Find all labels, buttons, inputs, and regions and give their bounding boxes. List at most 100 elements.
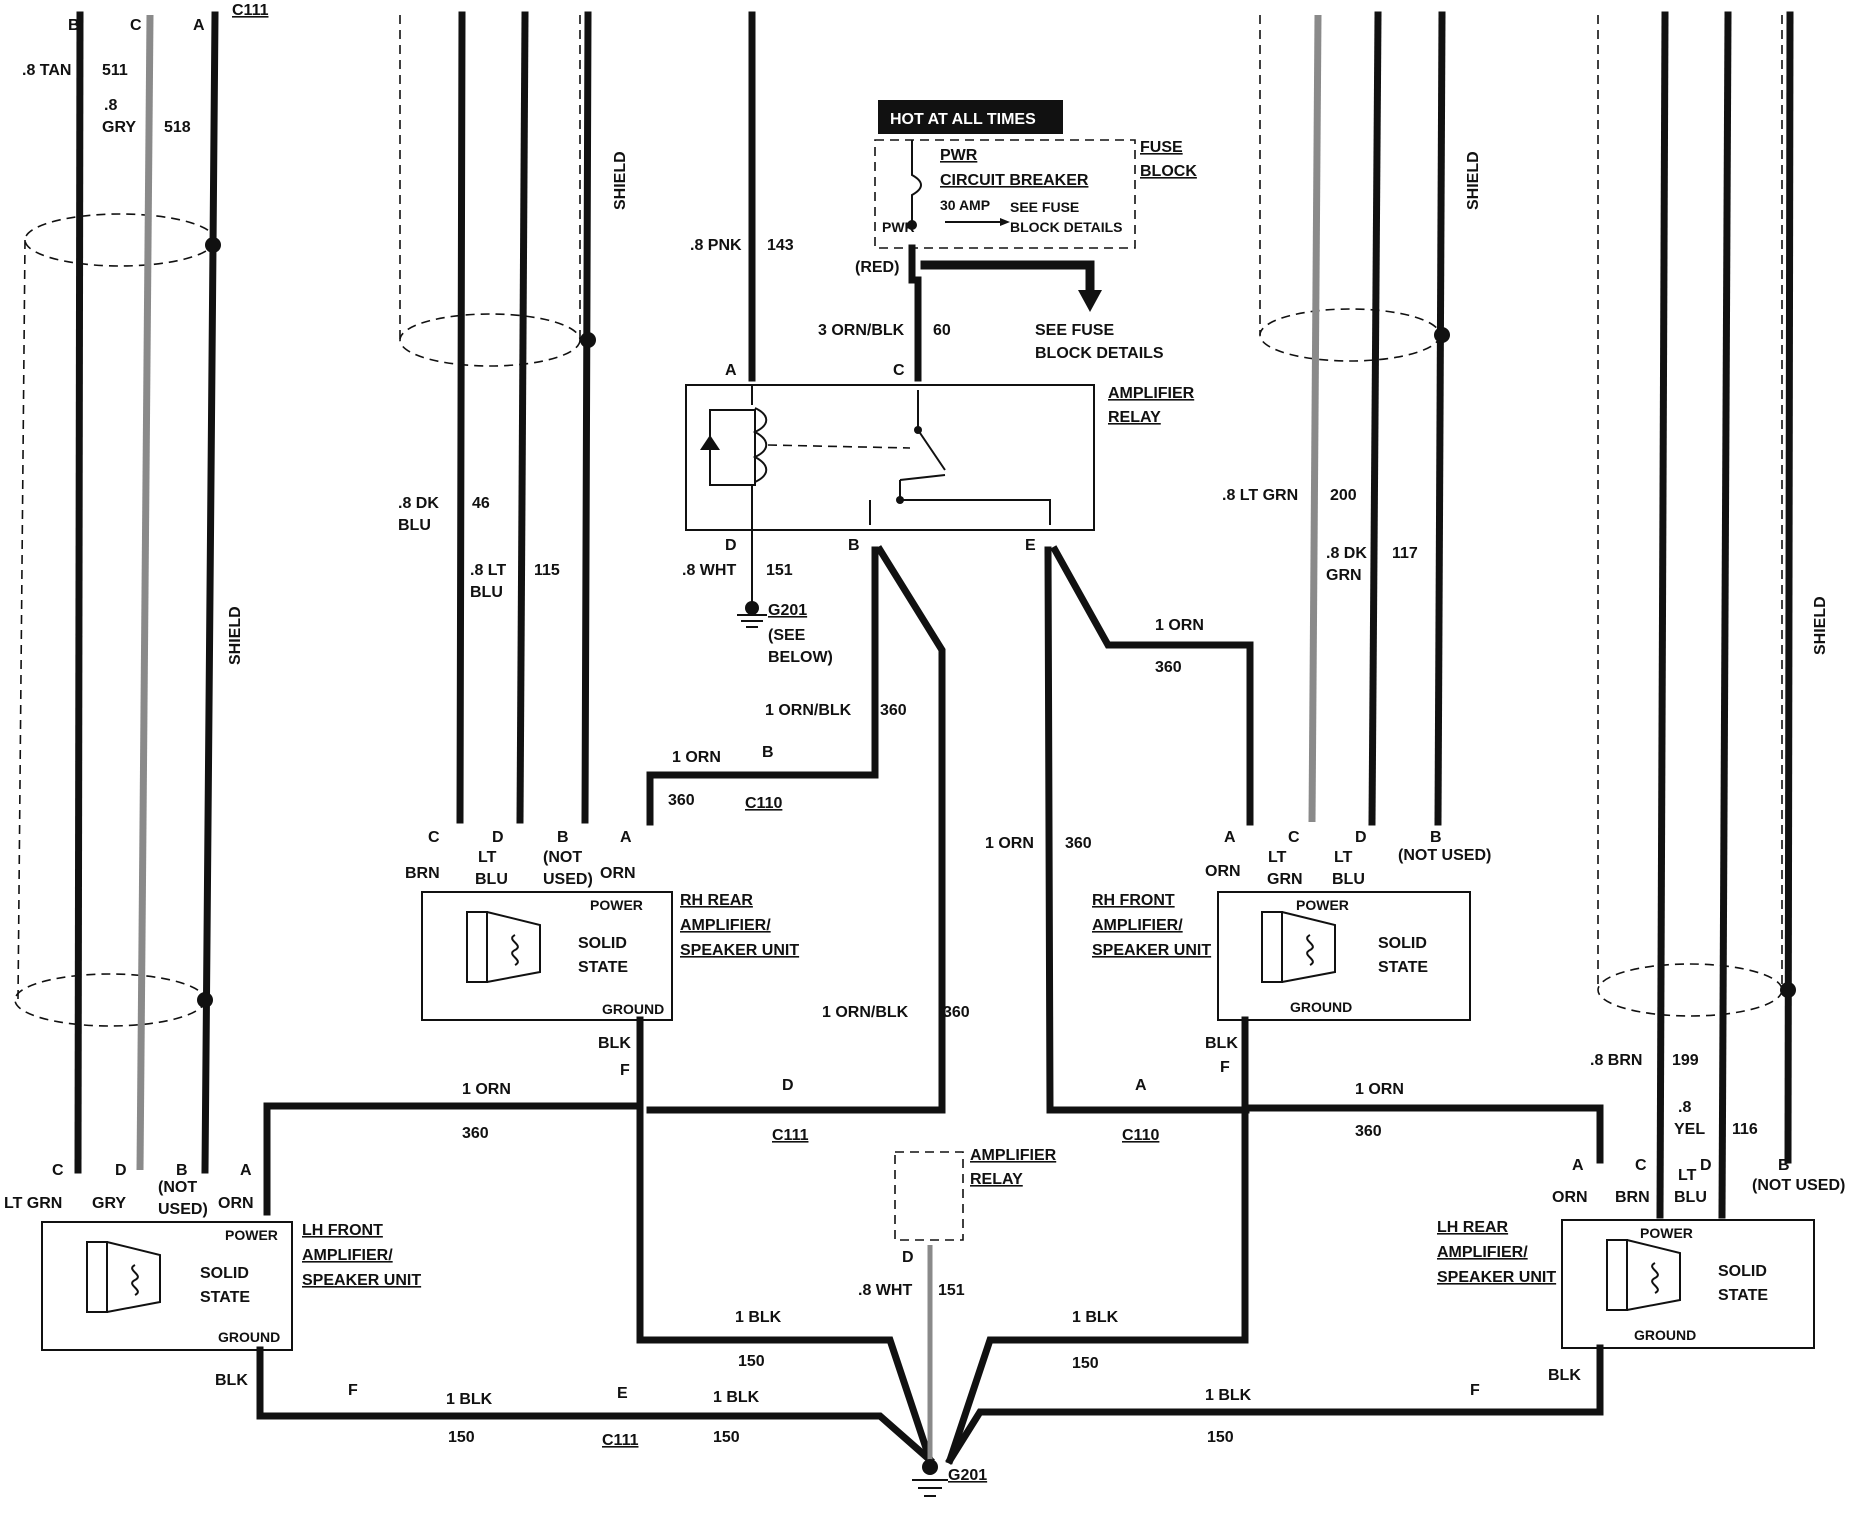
- wire-label-pnk: .8 PNK: [690, 237, 742, 254]
- rh-front-name-b: AMPLIFIER/: [1092, 917, 1183, 934]
- wire-label-orn-3: 1 ORN: [985, 835, 1034, 852]
- connector-pin-e: E: [617, 1385, 628, 1402]
- rh-rear-b-color-b: USED): [543, 871, 593, 888]
- rh-rear-state: STATE: [578, 959, 628, 976]
- rh-rear-pin-c: C: [428, 829, 440, 846]
- rh-rear-blk: BLK: [598, 1035, 631, 1052]
- wire-label-blk-5: 1 BLK: [1205, 1387, 1252, 1404]
- rh-front-name-c: SPEAKER UNIT: [1092, 942, 1211, 959]
- lh-rear-power: POWER: [1640, 1225, 1693, 1241]
- shield-label-2: SHIELD: [612, 151, 629, 210]
- circuit-199: 199: [1672, 1052, 1699, 1069]
- lh-front-name-a: LH FRONT: [302, 1222, 383, 1239]
- wire-label-wht: .8 WHT: [682, 562, 736, 579]
- circuit-46: 46: [472, 495, 490, 512]
- lh-rear-name-b: AMPLIFIER/: [1437, 1244, 1528, 1261]
- rh-rear-b-color-a: (NOT: [543, 849, 582, 866]
- lh-rear-pin-b: B: [1778, 1157, 1790, 1174]
- rh-rear-pin-a: A: [620, 829, 632, 846]
- amplifier-relay-ref-a: AMPLIFIER: [970, 1147, 1057, 1164]
- wire-label-dk-grn-a: .8 DK: [1326, 545, 1367, 562]
- lh-front-d-color: GRY: [92, 1195, 126, 1212]
- circuit-200: 200: [1330, 487, 1357, 504]
- wire-label-yel-a: .8: [1678, 1099, 1691, 1116]
- rh-rear-pin-b: B: [557, 829, 569, 846]
- pin-label-c: C: [130, 17, 142, 34]
- lh-front-pin-a: A: [240, 1162, 252, 1179]
- rh-front-pin-b: B: [1430, 829, 1442, 846]
- pwr-label: PWR: [940, 147, 978, 164]
- see-below-b: BELOW): [768, 649, 833, 666]
- lh-rear-d-color-b: BLU: [1674, 1189, 1707, 1206]
- lh-rear-a-color: ORN: [1552, 1189, 1588, 1206]
- ground-g201-symbol: [912, 1459, 948, 1497]
- rh-front-d-color-b: BLU: [1332, 871, 1365, 888]
- wire-label-orn-blk-3: 3 ORN/BLK: [818, 322, 905, 339]
- rh-rear-ground: GROUND: [602, 1001, 664, 1017]
- rh-rear-name-c: SPEAKER UNIT: [680, 942, 799, 959]
- lh-front-name-b: AMPLIFIER/: [302, 1247, 393, 1264]
- lh-front-pin-c: C: [52, 1162, 64, 1179]
- wire-label-orn-2: 1 ORN: [1155, 617, 1204, 634]
- lh-front-unit: [41, 1221, 293, 1351]
- rh-front-pin-a: A: [1224, 829, 1236, 846]
- lh-front-name-c: SPEAKER UNIT: [302, 1272, 421, 1289]
- wire-label-lt-grn: .8 LT GRN: [1222, 487, 1298, 504]
- rh-rear-c-color: BRN: [405, 865, 440, 882]
- wire-label-gry-b: GRY: [102, 119, 136, 136]
- rh-front-a-color: ORN: [1205, 863, 1241, 880]
- rh-front-state: STATE: [1378, 959, 1428, 976]
- circuit-breaker-label: CIRCUIT BREAKER: [940, 172, 1089, 189]
- circuit-151: 151: [766, 562, 793, 579]
- rh-front-d-color-a: LT: [1334, 849, 1353, 866]
- circuit-360-a: 360: [880, 702, 907, 719]
- relay-pin-d: D: [725, 537, 737, 554]
- lh-front-b-color-a: (NOT: [158, 1179, 197, 1196]
- rh-rear-pin-d: D: [492, 829, 504, 846]
- rh-front-pin-d: D: [1355, 829, 1367, 846]
- rh-front-pin-f: F: [1220, 1059, 1230, 1076]
- amplifier-relay-title-a: AMPLIFIER: [1108, 385, 1195, 402]
- lh-front-b-color-b: USED): [158, 1201, 208, 1218]
- rh-rear-a-color: ORN: [600, 865, 636, 882]
- lh-rear-pin-a: A: [1572, 1157, 1584, 1174]
- rh-front-unit: [1217, 891, 1471, 1021]
- connector-c110-mid: C110: [1122, 1127, 1159, 1144]
- circuit-360-b: 360: [668, 792, 695, 809]
- see-fuse-label: SEE FUSE: [1010, 199, 1079, 215]
- lh-front-pin-d: D: [115, 1162, 127, 1179]
- lh-front-state: STATE: [200, 1289, 250, 1306]
- relay-pin-c: C: [893, 362, 905, 379]
- wire-label-orn-1: 1 ORN: [672, 749, 721, 766]
- wire-label-brn: .8 BRN: [1590, 1052, 1642, 1069]
- lh-rear-pin-d: D: [1700, 1157, 1712, 1174]
- shield-label-3: SHIELD: [1465, 151, 1482, 210]
- rh-rear-power: POWER: [590, 897, 643, 913]
- wire-label-blk-2: 1 BLK: [1072, 1309, 1119, 1326]
- connector-c110-pin-b: B: [762, 744, 774, 761]
- circuit-117: 117: [1392, 545, 1418, 562]
- circuit-360-c: 360: [1155, 659, 1182, 676]
- circuit-150-b: 150: [1072, 1355, 1099, 1372]
- rh-front-c-color-b: GRN: [1267, 871, 1303, 888]
- lh-rear-blk: BLK: [1548, 1367, 1581, 1384]
- wire-label-blk-1: 1 BLK: [735, 1309, 782, 1326]
- lh-rear-b-color: (NOT USED): [1752, 1177, 1845, 1194]
- lh-rear-harness: [1597, 11, 1796, 1219]
- amplifier-relay: [685, 384, 1095, 531]
- see-below-a: (SEE: [768, 627, 806, 644]
- relay-pin-a: A: [725, 362, 737, 379]
- rh-front-b-color: (NOT USED): [1398, 847, 1491, 864]
- circuit-150-e: 150: [1207, 1429, 1234, 1446]
- connector-c111-top: C111: [232, 2, 269, 19]
- rh-front-c-color-a: LT: [1268, 849, 1287, 866]
- lh-rear-pin-c: C: [1635, 1157, 1647, 1174]
- circuit-151-b: 151: [938, 1282, 965, 1299]
- circuit-150-d: 150: [713, 1429, 740, 1446]
- wire-label-gry-a: .8: [104, 97, 117, 114]
- pin-label-b: B: [68, 17, 80, 34]
- lh-rear-name-a: LH REAR: [1437, 1219, 1509, 1236]
- wire-label-orn-blk-2: 1 ORN/BLK: [822, 1004, 909, 1021]
- circuit-360-g: 360: [1355, 1123, 1382, 1140]
- lh-rear-d-color-a: LT: [1678, 1167, 1697, 1184]
